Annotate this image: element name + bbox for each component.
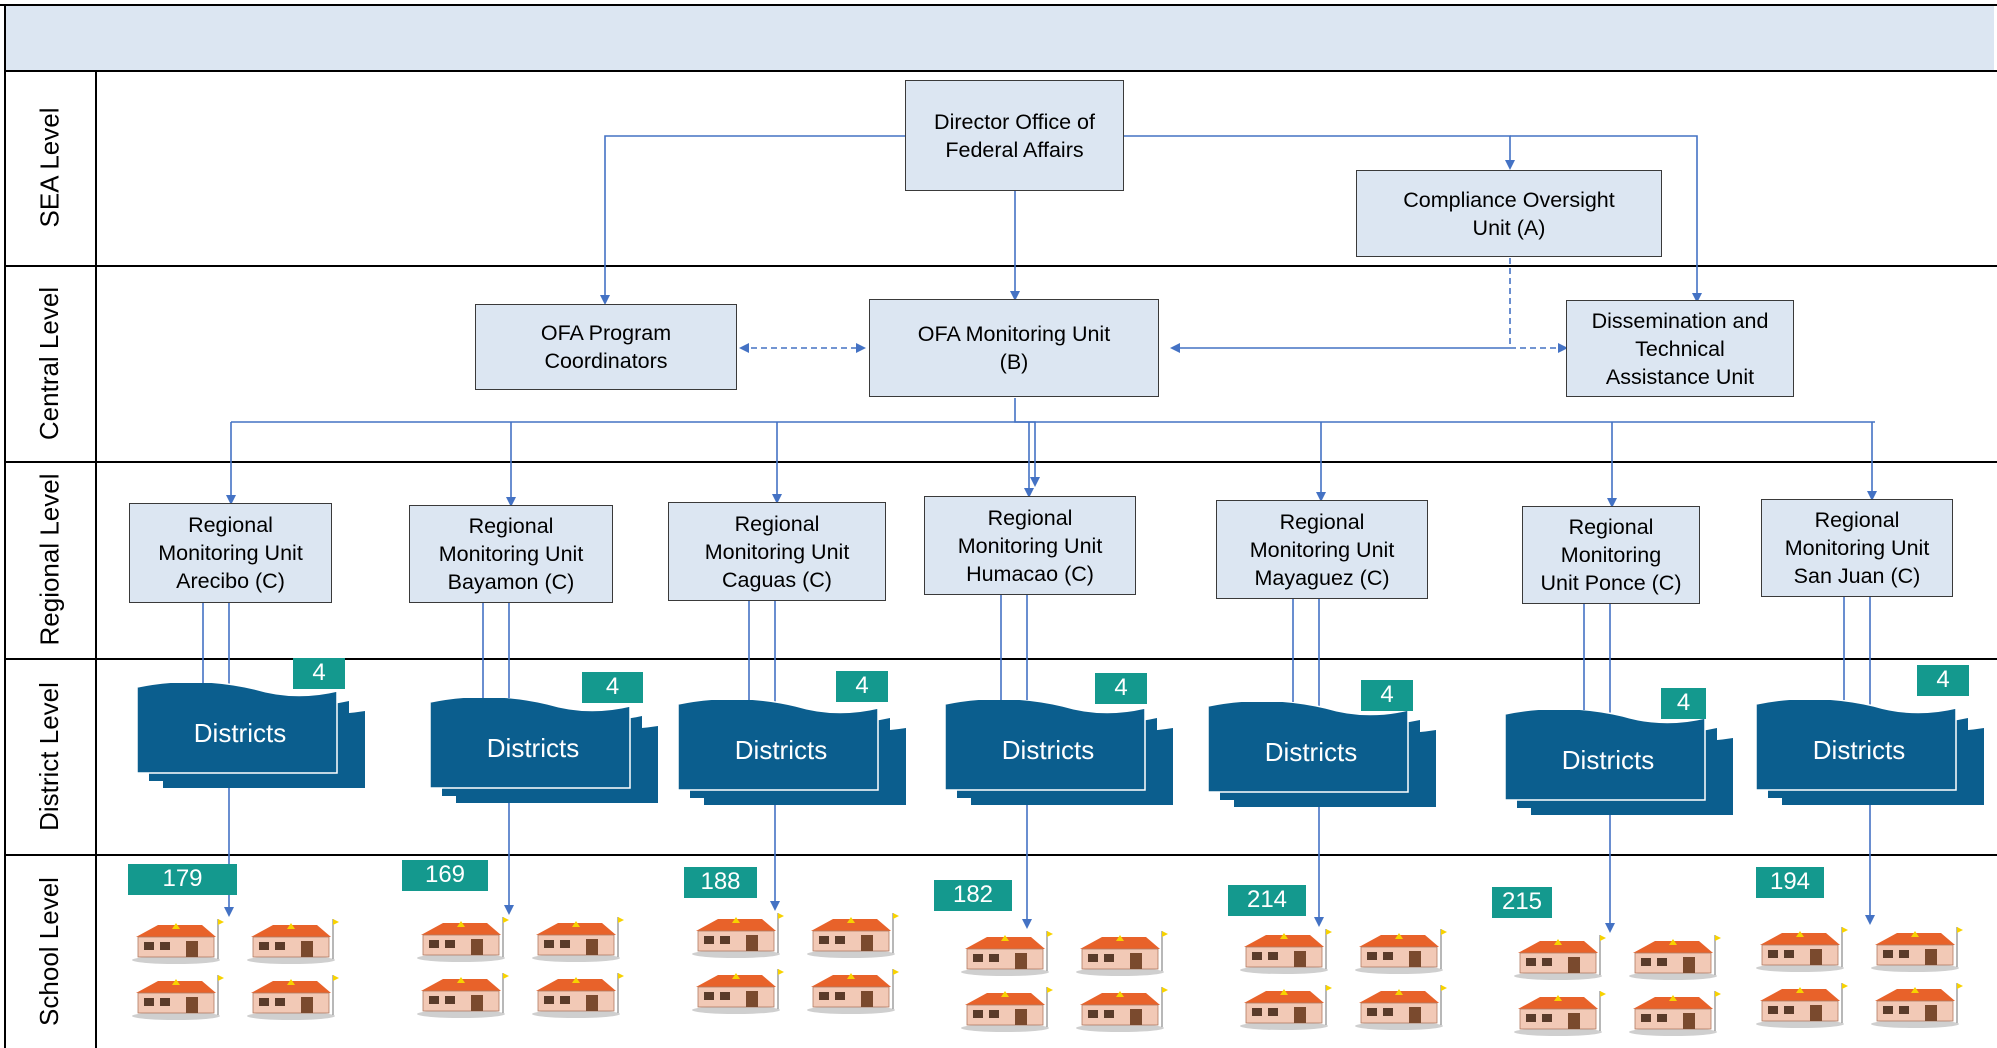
regional-unit-box: Regional Monitoring Unit Bayamon (C) [409, 505, 613, 603]
top-border [0, 4, 1997, 6]
districts-label: Districts [1812, 735, 1906, 765]
row-divider [4, 461, 1997, 463]
school-house-icon [1355, 929, 1447, 974]
school-house-icon [1629, 991, 1721, 1036]
school-house-icon [1629, 935, 1721, 980]
district-count-badge: 4 [1361, 680, 1413, 711]
school-house-icon [417, 973, 509, 1018]
school-house-icon [132, 919, 224, 964]
regional-unit-box: Regional Monitoring Unit Ponce (C) [1522, 506, 1700, 604]
regional-unit-box: Regional Monitoring Unit San Juan (C) [1761, 499, 1953, 597]
districts-label: Districts [1001, 735, 1095, 765]
districts-label: Districts [486, 733, 580, 763]
left-border [4, 4, 6, 1048]
row-divider [4, 854, 1997, 856]
school-house-icon [1514, 935, 1606, 980]
district-folder-icon [677, 700, 906, 805]
school-count-badge: 194 [1756, 867, 1824, 898]
district-folder-icon [136, 683, 365, 788]
school-house-icon [532, 973, 624, 1018]
regional-unit-box: Regional Monitoring Unit Mayaguez (C) [1216, 500, 1428, 599]
school-count-badge: 182 [934, 880, 1012, 911]
district-folder-icon [944, 700, 1173, 805]
districts-label: Districts [1561, 745, 1655, 775]
school-house-icon [692, 969, 784, 1014]
level-column-divider [95, 70, 97, 1048]
school-house-icon [1756, 983, 1848, 1028]
regional-unit-box: Regional Monitoring Unit Arecibo (C) [129, 503, 332, 603]
school-count-badge: 215 [1492, 887, 1552, 918]
school-count-badge: 188 [684, 867, 757, 898]
districts-label: Districts [1264, 737, 1358, 767]
school-house-icon [247, 975, 339, 1020]
district-count-badge: 4 [293, 658, 345, 689]
program-coordinators-box: OFA Program Coordinators [475, 304, 737, 390]
school-house-icon [1871, 927, 1963, 972]
row-divider [4, 70, 1997, 72]
school-house-icon [1076, 987, 1168, 1032]
district-count-badge: 4 [1095, 673, 1147, 704]
districts-label: Districts [193, 718, 287, 748]
district-folder-icon [429, 698, 658, 803]
district-folder-icon [1504, 710, 1733, 815]
districts-label: Districts [734, 735, 828, 765]
school-house-icon [807, 969, 899, 1014]
school-house-icon [1514, 991, 1606, 1036]
school-house-icon [1756, 927, 1848, 972]
school-house-icon [1240, 985, 1332, 1030]
compliance-oversight-box: Compliance Oversight Unit (A) [1356, 170, 1662, 257]
district-folder-icon [1207, 702, 1436, 807]
school-house-icon [961, 987, 1053, 1032]
school-house-icon [1076, 931, 1168, 976]
district-count-badge: 4 [836, 671, 888, 702]
district-count-badge: 4 [1917, 665, 1969, 696]
school-house-icon [807, 913, 899, 958]
district-count-badge: 4 [1661, 688, 1706, 719]
school-house-icon [247, 919, 339, 964]
school-house-icon [1240, 929, 1332, 974]
dissemination-unit-box: Dissemination and Technical Assistance U… [1566, 300, 1794, 397]
school-house-icon [692, 913, 784, 958]
school-house-icon [961, 931, 1053, 976]
regional-unit-box: Regional Monitoring Unit Caguas (C) [668, 502, 886, 601]
monitoring-unit-box: OFA Monitoring Unit (B) [869, 299, 1159, 397]
school-count-badge: 169 [402, 860, 488, 891]
school-house-icon [532, 917, 624, 962]
district-count-badge: 4 [582, 672, 643, 703]
school-house-icon [1871, 983, 1963, 1028]
row-divider [4, 265, 1997, 267]
director-office-box: Director Office of Federal Affairs [905, 80, 1124, 191]
school-count-badge: 179 [128, 864, 237, 895]
regional-unit-box: Regional Monitoring Unit Humacao (C) [924, 496, 1136, 595]
school-house-icon [1355, 985, 1447, 1030]
school-count-badge: 214 [1228, 885, 1306, 916]
school-house-icon [132, 975, 224, 1020]
district-folder-icon [1755, 700, 1984, 805]
school-house-icon [417, 917, 509, 962]
